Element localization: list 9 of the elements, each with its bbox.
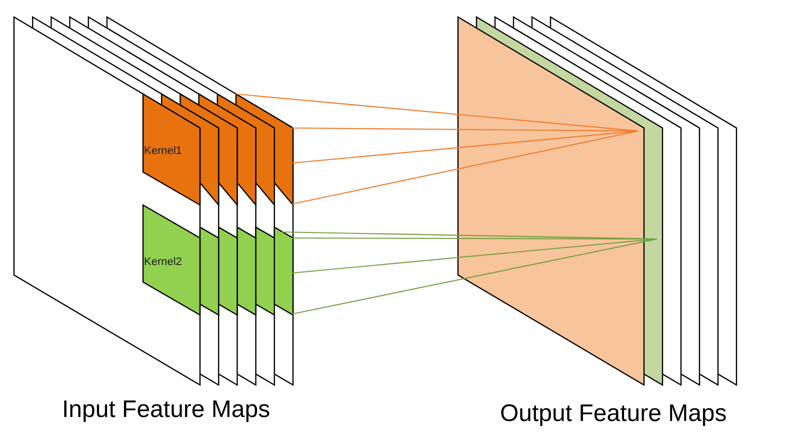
connector-line — [292, 130, 638, 205]
connector-line — [292, 238, 658, 274]
connector-line — [292, 130, 638, 164]
connector-line — [292, 238, 658, 315]
stack-caption: Input Feature Maps — [62, 396, 270, 424]
kernel-label: Kernel2 — [144, 256, 182, 269]
kernel-label: Kernel1 — [144, 145, 182, 158]
stack-caption: Output Feature Maps — [500, 400, 727, 428]
connector-line — [236, 93, 638, 132]
